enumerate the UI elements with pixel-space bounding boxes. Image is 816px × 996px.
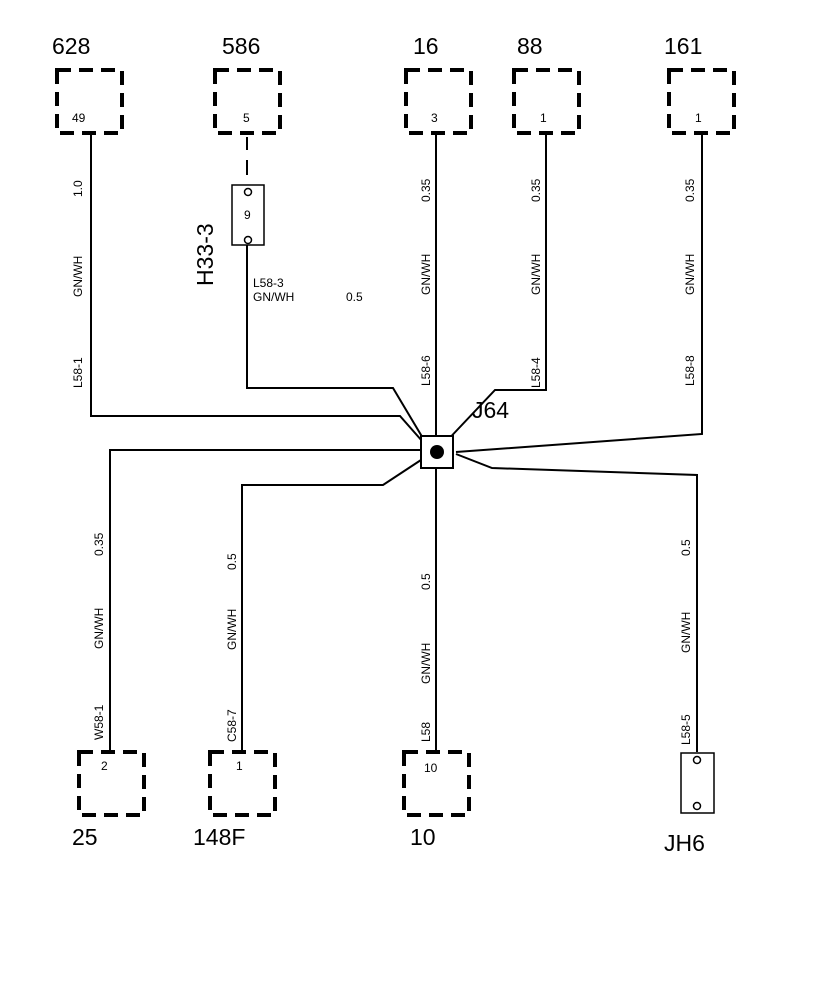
terminal-h33-3-pin: 9 bbox=[244, 208, 251, 222]
wire-l58-5-size: 0.5 bbox=[679, 539, 693, 556]
terminal-jh6-id: JH6 bbox=[664, 830, 705, 856]
connector-88-pin: 1 bbox=[540, 111, 547, 125]
wire-w58-1-color: GN/WH bbox=[92, 608, 106, 649]
splice-j64-label: J64 bbox=[472, 397, 509, 423]
connector-25-body bbox=[77, 750, 146, 817]
wire-l58-color: GN/WH bbox=[419, 643, 433, 684]
connector-16-body bbox=[404, 68, 473, 135]
connector-161-id: 161 bbox=[664, 33, 702, 59]
wire-l58-4 bbox=[441, 134, 547, 447]
connector-148f-body bbox=[208, 750, 277, 817]
terminal-h33-3-hole-bottom bbox=[243, 235, 253, 245]
terminal-jh6[interactable]: JH6 bbox=[664, 752, 715, 856]
wire-l58-8-size: 0.35 bbox=[683, 178, 697, 202]
connector-628[interactable]: 628 49 bbox=[52, 33, 124, 135]
connector-16[interactable]: 16 3 bbox=[404, 33, 473, 135]
wire-l58-8-circuit: L58-8 bbox=[683, 355, 697, 386]
connector-148f[interactable]: 148F 1 bbox=[193, 750, 277, 850]
wire-l58-8-color: GN/WH bbox=[683, 254, 697, 295]
wire-l58-3 bbox=[246, 244, 431, 451]
wire-l58-6-size: 0.35 bbox=[419, 178, 433, 202]
connector-25-id: 25 bbox=[72, 824, 98, 850]
connector-88-id: 88 bbox=[517, 33, 543, 59]
wire-l58-3-size: 0.5 bbox=[346, 290, 363, 304]
wire-l58-5-circuit: L58-5 bbox=[679, 714, 693, 745]
wire-l58-4-size: 0.35 bbox=[529, 178, 543, 202]
connector-628-pin: 49 bbox=[72, 111, 86, 125]
connector-628-id: 628 bbox=[52, 33, 90, 59]
connector-10-body bbox=[402, 750, 471, 817]
wire-l58-1-color: GN/WH bbox=[71, 256, 85, 297]
terminal-jh6-hole-top bbox=[692, 755, 702, 765]
connector-10-pin: 10 bbox=[424, 761, 438, 775]
wire-c58-7-size: 0.5 bbox=[225, 553, 239, 570]
connector-161-body bbox=[667, 68, 736, 135]
connector-586-id: 586 bbox=[222, 33, 260, 59]
wire-w58-1 bbox=[109, 449, 420, 752]
wire-l58-4-circuit: L58-4 bbox=[529, 357, 543, 388]
wire-w58-1-size: 0.35 bbox=[92, 532, 106, 556]
wire-l58-circuit: L58 bbox=[419, 722, 433, 742]
connector-586-pin: 5 bbox=[243, 111, 250, 125]
wire-c58-7 bbox=[241, 457, 425, 752]
wire-l58-6-color: GN/WH bbox=[419, 254, 433, 295]
wire-l58-1-circuit: L58-1 bbox=[71, 357, 85, 388]
wire-w58-1-circuit: W58-1 bbox=[92, 704, 106, 740]
connector-148f-id: 148F bbox=[193, 824, 245, 850]
connector-586[interactable]: 586 5 bbox=[213, 33, 282, 135]
connector-148f-pin: 1 bbox=[236, 759, 243, 773]
wire-c58-7-circuit: C58-7 bbox=[225, 709, 239, 742]
wire-l58-6-circuit: L58-6 bbox=[419, 355, 433, 386]
connector-10[interactable]: 10 10 bbox=[402, 750, 471, 850]
connector-628-body bbox=[55, 68, 124, 135]
connector-25[interactable]: 25 2 bbox=[72, 750, 146, 850]
wire-l58-8 bbox=[455, 134, 703, 453]
connector-88-body bbox=[512, 68, 581, 135]
terminal-h33-3-hole-top bbox=[243, 187, 253, 197]
wire-l58-3-color: GN/WH bbox=[253, 290, 294, 304]
splice-j64-dot bbox=[430, 445, 444, 459]
connector-16-pin: 3 bbox=[431, 111, 438, 125]
connector-10-id: 10 bbox=[410, 824, 436, 850]
wire-l58-3-circuit: L58-3 bbox=[253, 276, 284, 290]
connector-161-pin: 1 bbox=[695, 111, 702, 125]
connector-161[interactable]: 161 1 bbox=[664, 33, 736, 135]
wire-l58-4-color: GN/WH bbox=[529, 254, 543, 295]
connector-25-pin: 2 bbox=[101, 759, 108, 773]
connector-16-id: 16 bbox=[413, 33, 439, 59]
terminal-jh6-hole-bottom bbox=[692, 801, 702, 811]
wire-l58-size: 0.5 bbox=[419, 573, 433, 590]
wire-l58-5-color: GN/WH bbox=[679, 612, 693, 653]
terminal-h33-3[interactable]: 9 H33-3 bbox=[192, 184, 265, 286]
terminal-h33-3-id: H33-3 bbox=[192, 223, 218, 286]
wire-l58-5 bbox=[455, 453, 698, 752]
connector-586-body bbox=[213, 68, 282, 135]
wire-c58-7-color: GN/WH bbox=[225, 609, 239, 650]
connector-88[interactable]: 88 1 bbox=[512, 33, 581, 135]
wire-l58-1 bbox=[90, 134, 431, 451]
wire-l58-1-size: 1.0 bbox=[71, 180, 85, 197]
